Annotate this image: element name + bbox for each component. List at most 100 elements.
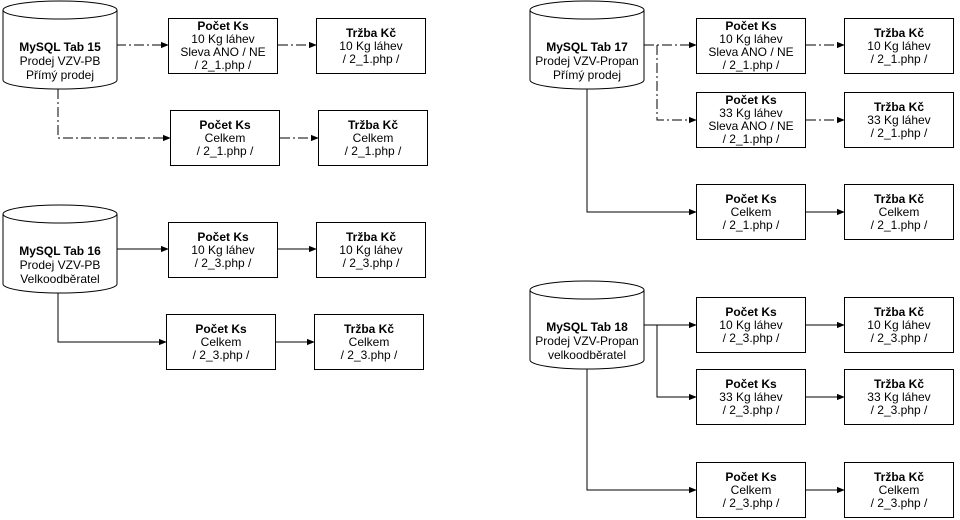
box-line: Celkem (200, 334, 242, 349)
box-title: Tržba Kč (873, 25, 924, 40)
db-cylinder-tab16: MySQL Tab 16 Prodej VZV-PB Velkoodběrate… (2, 204, 118, 294)
trzba-kc-box: Tržba Kč Celkem / 2_3.php / (844, 462, 954, 518)
arrow-tab18-to-pocet-celkem (586, 369, 697, 494)
db-title: MySQL Tab 18 (546, 320, 628, 334)
box-line: Sleva ANO / NE (180, 45, 266, 59)
box-line: / 2_1.php / (722, 58, 780, 72)
arrow-tab17-to-pocet-celkem (586, 89, 697, 216)
trzba-kc-box: Tržba Kč 33 Kg láhev / 2_3.php / (844, 369, 954, 425)
box-line: 10 Kg láhev (719, 317, 783, 332)
box-line: 10 Kg láhev (719, 32, 783, 46)
box-title: Počet Ks (197, 229, 249, 244)
box-line: / 2_3.php / (342, 255, 400, 270)
box-title: Počet Ks (725, 19, 777, 33)
arrow-tab17-to-pocet-33kg (656, 45, 697, 124)
arrow-tab15-to-pocet-celkem (57, 89, 171, 142)
box-line: Celkem (352, 130, 394, 145)
trzba-kc-box: Tržba Kč Celkem / 2_1.php / (318, 110, 428, 166)
pocet-ks-box: Počet Ks 10 Kg láhev Sleva ANO / NE / 2_… (696, 18, 806, 74)
database-icon (529, 0, 645, 90)
box-title: Počet Ks (199, 117, 251, 132)
box-line: / 2_1.php / (344, 143, 402, 158)
trzba-kc-box: Tržba Kč 10 Kg láhev / 2_3.php / (844, 297, 954, 353)
box-title: Tržba Kč (873, 191, 924, 206)
box-title: Počet Ks (195, 321, 247, 336)
box-line: Celkem (878, 482, 920, 497)
box-line: / 2_3.php / (722, 495, 780, 510)
pocet-ks-box: Počet Ks 33 Kg láhev Sleva ANO / NE / 2_… (696, 92, 806, 148)
db-line: velkoodběratel (547, 348, 627, 362)
box-line: Celkem (348, 334, 390, 349)
arrow-tab18-to-pocet-33kg (656, 325, 697, 401)
box-line: 10 Kg láhev (191, 242, 255, 257)
box-line: Celkem (730, 482, 772, 497)
box-line: / 2_1.php / (870, 217, 928, 232)
pocet-ks-box: Počet Ks Celkem / 2_1.php / (170, 110, 280, 166)
box-line: / 2_1.php / (194, 58, 252, 72)
box-line: 10 Kg láhev (867, 317, 931, 332)
box-line: / 2_3.php / (340, 347, 398, 362)
pocet-ks-box: Počet Ks 10 Kg láhev / 2_3.php / (168, 222, 278, 278)
box-line: Celkem (204, 130, 246, 145)
db-title: MySQL Tab 17 (546, 40, 628, 54)
box-title: Tržba Kč (873, 469, 924, 484)
database-icon (2, 0, 118, 90)
box-title: Počet Ks (725, 93, 777, 107)
trzba-kc-box: Tržba Kč 10 Kg láhev / 2_1.php / (316, 18, 426, 74)
pocet-ks-box: Počet Ks 33 Kg láhev / 2_3.php / (696, 369, 806, 425)
box-title: Počet Ks (725, 469, 777, 484)
box-line: Sleva ANO / NE (708, 45, 794, 59)
box-line: Celkem (878, 204, 920, 219)
box-title: Tržba Kč (873, 304, 924, 319)
db-line: Prodej VZV-PB (19, 258, 101, 272)
trzba-kc-box: Tržba Kč 10 Kg láhev / 2_1.php / (844, 18, 954, 74)
db-cylinder-tab17: MySQL Tab 17 Prodej VZV-Propan Přímý pro… (529, 0, 645, 90)
box-line: 33 Kg láhev (867, 112, 931, 127)
box-line: / 2_3.php / (722, 330, 780, 345)
pocet-ks-box: Počet Ks Celkem / 2_3.php / (166, 314, 276, 370)
box-line: / 2_3.php / (870, 495, 928, 510)
pocet-ks-box: Počet Ks Celkem / 2_3.php / (696, 462, 806, 518)
box-line: 10 Kg láhev (339, 242, 403, 257)
box-title: Tržba Kč (873, 99, 924, 114)
box-line: / 2_3.php / (194, 255, 252, 270)
box-line: / 2_1.php / (722, 217, 780, 232)
db-line: Velkoodběratel (20, 272, 100, 286)
box-line: / 2_3.php / (192, 347, 250, 362)
trzba-kc-box: Tržba Kč 10 Kg láhev / 2_3.php / (316, 222, 426, 278)
db-cylinder-tab18: MySQL Tab 18 Prodej VZV-Propan velkoodbě… (529, 280, 645, 370)
box-line: 33 Kg láhev (719, 389, 783, 404)
box-title: Tržba Kč (347, 117, 398, 132)
box-line: Sleva ANO / NE (708, 119, 794, 133)
db-line: Prodej VZV-Propan (535, 54, 639, 68)
pocet-ks-box: Počet Ks 10 Kg láhev Sleva ANO / NE / 2_… (168, 18, 278, 74)
db-cylinder-tab15: MySQL Tab 15 Prodej VZV-PB Přímý prodej (2, 0, 118, 90)
db-line: Přímý prodej (25, 68, 95, 82)
box-line: 33 Kg láhev (867, 389, 931, 404)
box-line: 33 Kg láhev (719, 106, 783, 120)
box-title: Tržba Kč (345, 229, 396, 244)
db-line: Přímý prodej (552, 68, 622, 82)
db-line: Prodej VZV-PB (19, 54, 101, 68)
box-line: Celkem (730, 204, 772, 219)
box-title: Tržba Kč (873, 376, 924, 391)
box-line: / 2_3.php / (722, 402, 780, 417)
db-title: MySQL Tab 15 (19, 40, 101, 54)
db-line: Prodej VZV-Propan (535, 334, 639, 348)
trzba-kc-box: Tržba Kč Celkem / 2_3.php / (314, 314, 424, 370)
box-title: Tržba Kč (345, 25, 396, 40)
box-line: / 2_1.php / (722, 132, 780, 146)
box-title: Počet Ks (725, 304, 777, 319)
database-icon (2, 204, 118, 294)
trzba-kc-box: Tržba Kč Celkem / 2_1.php / (844, 184, 954, 240)
box-line: / 2_1.php / (870, 51, 928, 66)
box-line: / 2_1.php / (870, 125, 928, 140)
box-line: 10 Kg láhev (867, 38, 931, 53)
db-title: MySQL Tab 16 (19, 244, 101, 258)
arrow-tab16-to-pocet-celkem (57, 293, 167, 346)
box-line: / 2_1.php / (196, 143, 254, 158)
box-line: / 2_1.php / (342, 51, 400, 66)
box-title: Počet Ks (725, 191, 777, 206)
box-title: Počet Ks (725, 376, 777, 391)
